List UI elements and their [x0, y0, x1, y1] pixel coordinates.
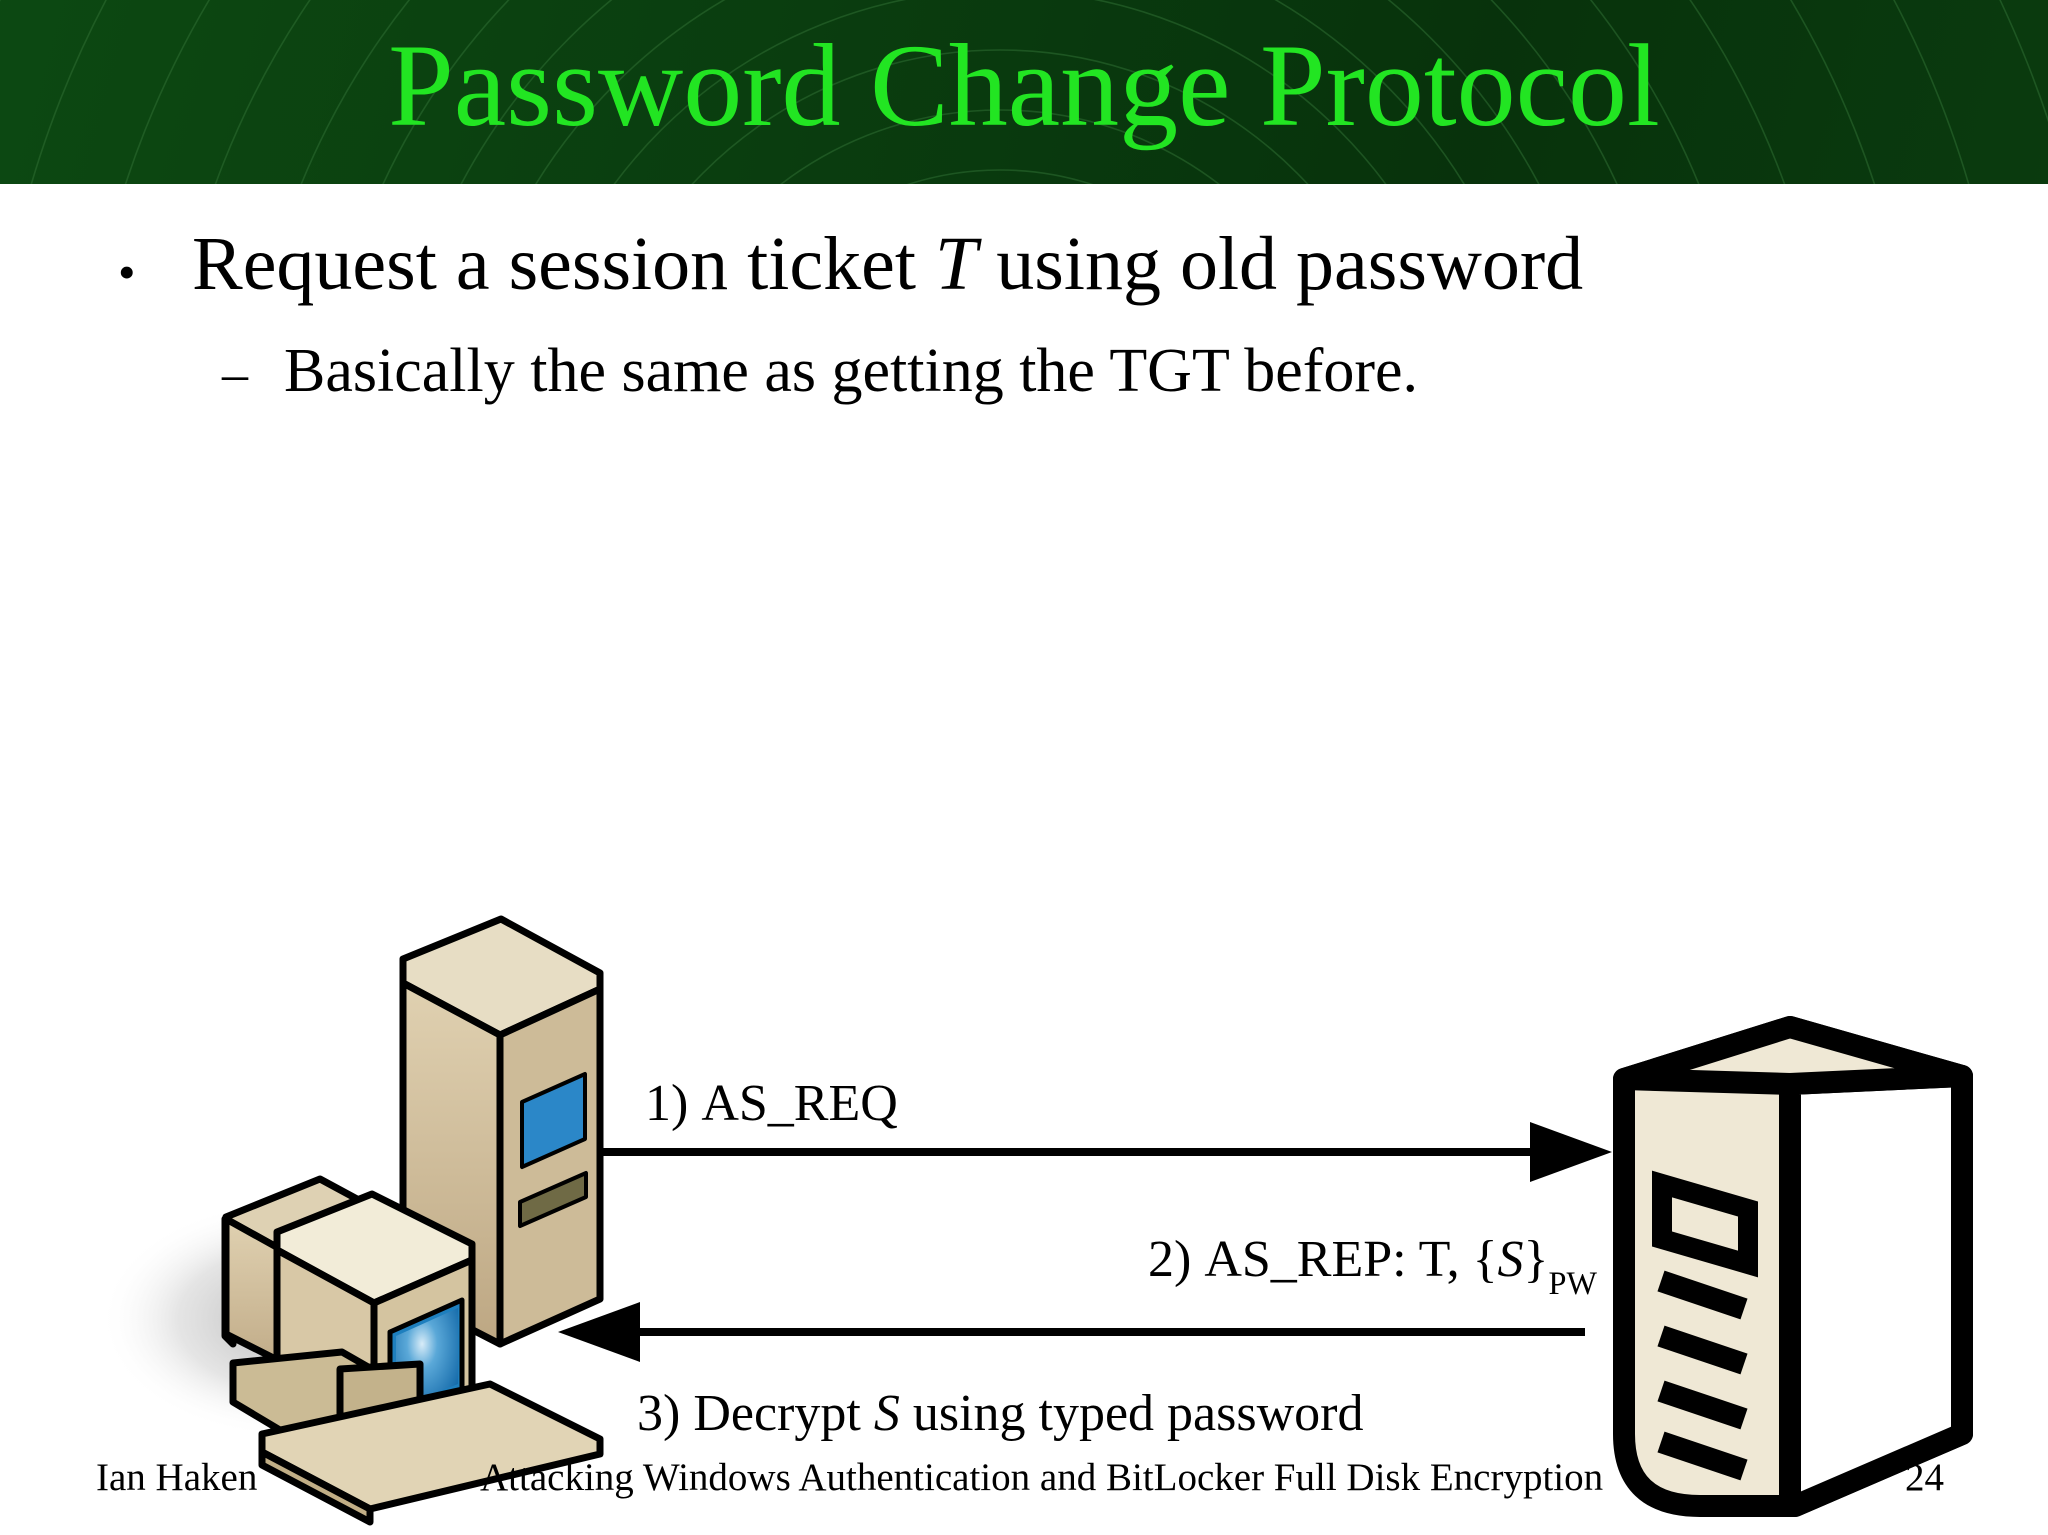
decrypt-text-after: using typed password: [899, 1385, 1364, 1442]
title-bar-arc-pattern: [0, 0, 2048, 184]
slide-title-bar: Password Change Protocol: [0, 0, 2048, 184]
as-rep-subscript-pw: PW: [1548, 1265, 1597, 1302]
server-drive-slot: [1652, 1170, 1758, 1278]
title-bar-gradient: [0, 0, 2048, 184]
footer-author: Ian Haken: [96, 1456, 258, 1499]
as-req-text: AS_REQ: [701, 1075, 898, 1132]
diagram-canvas: [100, 915, 1973, 1526]
sub-bullet-dash-icon: –: [222, 346, 248, 403]
bullet-text-secondary: Basically the same as getting the TGT be…: [284, 337, 1419, 405]
server-illustration: [1613, 1016, 1973, 1517]
decrypt-text-before: Decrypt: [693, 1385, 874, 1442]
bullet-text-primary: Request a session ticket T using old pas…: [192, 221, 1583, 308]
slide-footer: Ian Haken Attacking Windows Authenticati…: [0, 1455, 2048, 1535]
as-rep-italic-S: S: [1497, 1231, 1524, 1288]
slide-body: • Request a session ticket T using old p…: [0, 184, 2048, 1535]
page-title: Password Change Protocol: [388, 20, 1660, 151]
footer-presentation-title: Attacking Windows Authentication and Bit…: [480, 1456, 1604, 1499]
tower-drive-slot: [518, 1171, 588, 1228]
bullet-marker-icon: •: [118, 244, 136, 300]
diagram-label-as-req: 1) AS_REQ: [645, 1074, 898, 1133]
decrypt-italic-S: S: [873, 1385, 900, 1442]
tower-blue-panel: [520, 1072, 587, 1169]
arrow-as-rep: [558, 1302, 1585, 1362]
arrow-as-req: [598, 1122, 1612, 1182]
as-rep-number: 2): [1148, 1231, 1192, 1288]
diagram-label-as-rep: 2) AS_REP: T, {S}PW: [1148, 1231, 1597, 1302]
protocol-diagram: 1) AS_REQ 2) AS_REP: T, {S}PW 3) Decrypt…: [0, 184, 2048, 1535]
server-vent-slots: [1657, 1270, 1748, 1481]
bullet-item-secondary: – Basically the same as getting the TGT …: [222, 336, 1418, 407]
bullet-item-primary: • Request a session ticket T using old p…: [118, 221, 1583, 308]
bullet-segment-italic-T: T: [934, 222, 978, 306]
diagram-label-decrypt: 3) Decrypt S using typed password: [637, 1384, 1363, 1443]
bullet-segment-text: Request a session ticket: [192, 222, 935, 306]
bullet-segment-text-tail: using old password: [977, 222, 1584, 306]
as-req-number: 1): [645, 1075, 689, 1132]
client-computer-illustration: [221, 915, 604, 1526]
decrypt-number: 3): [637, 1385, 681, 1442]
footer-page-number: 24: [1905, 1456, 1944, 1499]
